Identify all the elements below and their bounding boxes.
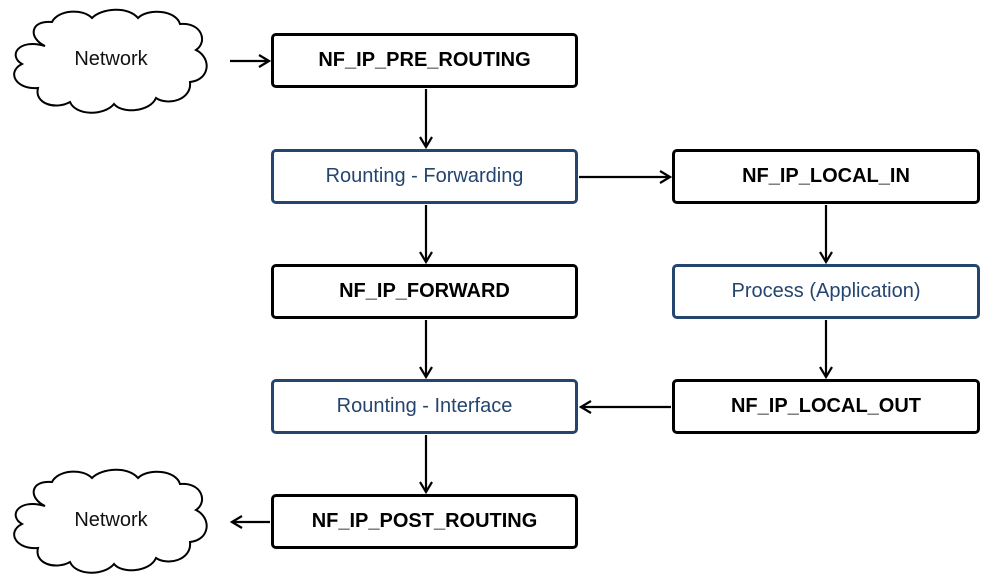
node-nf-ip-pre-routing: NF_IP_PRE_ROUTING xyxy=(271,33,578,88)
node-nf-ip-forward: NF_IP_FORWARD xyxy=(271,264,578,319)
node-nf-ip-post-routing: NF_IP_POST_ROUTING xyxy=(271,494,578,549)
network-out-label: Network xyxy=(74,508,148,531)
node-routing-forwarding: Rounting - Forwarding xyxy=(271,149,578,204)
node-process-application: Process (Application) xyxy=(672,264,980,319)
node-nf-ip-local-out: NF_IP_LOCAL_OUT xyxy=(672,379,980,434)
node-routing-interface: Rounting - Interface xyxy=(271,379,578,434)
network-in-label: Network xyxy=(74,47,148,70)
node-nf-ip-local-in: NF_IP_LOCAL_IN xyxy=(672,149,980,204)
